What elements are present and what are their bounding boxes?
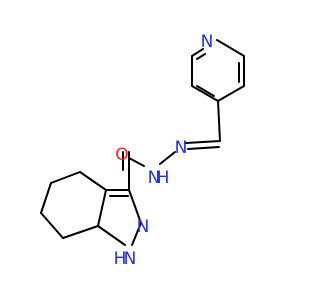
bond-ring-c7a-c3a (97, 189, 107, 227)
bond-cyclohexane-1 (79, 171, 107, 191)
bond-pyridine-inner-2 (196, 85, 215, 97)
hydrazone-nitrogen-2-label: N (148, 168, 161, 188)
ring-hydrogen-label: H (114, 249, 127, 269)
bond-ring-c3-n2 (128, 189, 142, 224)
bond-pyridine-4 (191, 85, 219, 102)
bond-cyclohexane-5 (62, 225, 99, 239)
carbonyl-oxygen-label: O (115, 145, 128, 165)
bond-ring-n2-n1 (131, 222, 142, 246)
bond-cyclohexane-3 (40, 182, 52, 214)
hydrazone-nitrogen-1-label: N (175, 138, 188, 158)
amide-hydrogen-label: H (157, 168, 170, 188)
bond-pyridine-3 (217, 85, 245, 102)
bond-methine-to-n (185, 140, 221, 144)
molecule-diagram: N N N H O N N H (40, 32, 245, 269)
bond-cyclohexane-4 (40, 212, 64, 239)
molecule-structure: N N N H O N N H (40, 32, 245, 269)
ring-nh-nitrogen-label: N (124, 249, 137, 269)
bond-ring-n1-c7a (97, 225, 126, 246)
bond-pyridine-inner-3 (196, 53, 206, 60)
bond-pyridine-to-methine (217, 100, 221, 142)
bond-pyridine-1 (216, 39, 245, 57)
bond-n-n (159, 151, 176, 165)
bond-cyclohexane-2 (50, 171, 81, 184)
ring-nitrogen-label: N (137, 217, 150, 237)
bond-carbonyl-to-amide-n (128, 157, 145, 167)
pyridine-nitrogen-label: N (201, 32, 214, 52)
bond-pyridine-6 (191, 48, 204, 57)
bond-methine-to-n-double (187, 146, 220, 150)
